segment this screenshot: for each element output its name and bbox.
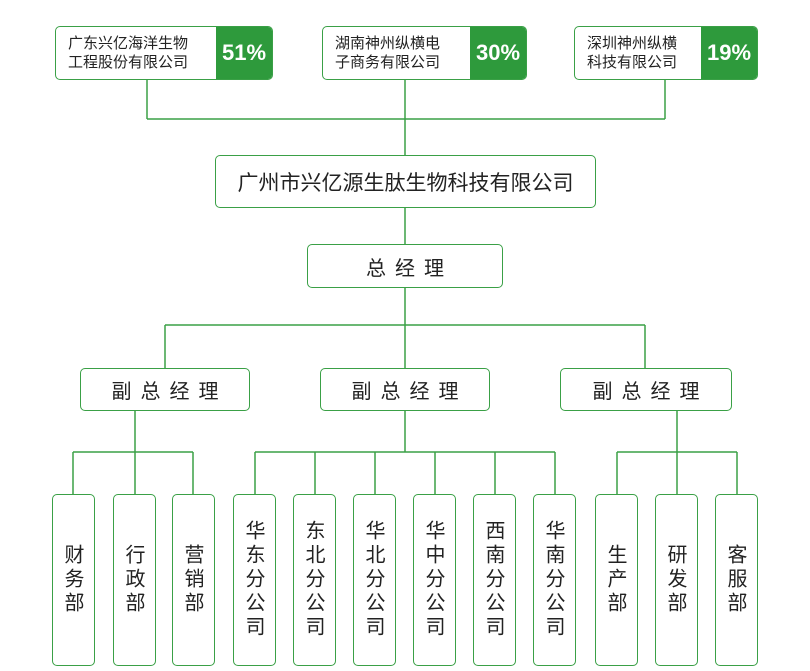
shareholder-1-name: 广东兴亿海洋生物工程股份有限公司 <box>68 34 189 71</box>
branch-southwest: 西南分公司 <box>473 494 516 666</box>
deputy-manager-1: 副总经理 <box>80 368 250 411</box>
dept-finance: 财务部 <box>52 494 95 666</box>
dept-customer-service: 客服部 <box>715 494 758 666</box>
branch-northeast: 东北分公司 <box>293 494 336 666</box>
shareholder-1-percent: 51% <box>216 27 272 79</box>
dept-marketing: 营销部 <box>172 494 215 666</box>
shareholder-1: 广东兴亿海洋生物工程股份有限公司 51% <box>55 26 273 80</box>
dept-production: 生产部 <box>595 494 638 666</box>
general-manager: 总经理 <box>307 244 503 288</box>
branch-east-china: 华东分公司 <box>233 494 276 666</box>
branch-south-china: 华南分公司 <box>533 494 576 666</box>
shareholder-2: 湖南神州纵横电子商务有限公司 30% <box>322 26 527 80</box>
shareholder-3-percent: 19% <box>701 27 757 79</box>
dept-rnd: 研发部 <box>655 494 698 666</box>
shareholder-2-percent: 30% <box>470 27 526 79</box>
deputy-manager-3: 副总经理 <box>560 368 732 411</box>
company-name: 广州市兴亿源生肽生物科技有限公司 <box>215 155 596 208</box>
shareholder-2-name: 湖南神州纵横电子商务有限公司 <box>335 34 441 71</box>
branch-central-china: 华中分公司 <box>413 494 456 666</box>
branch-north-china: 华北分公司 <box>353 494 396 666</box>
dept-admin: 行政部 <box>113 494 156 666</box>
shareholder-3: 深圳神州纵横科技有限公司 19% <box>574 26 758 80</box>
shareholder-3-name: 深圳神州纵横科技有限公司 <box>587 34 678 71</box>
deputy-manager-2: 副总经理 <box>320 368 490 411</box>
